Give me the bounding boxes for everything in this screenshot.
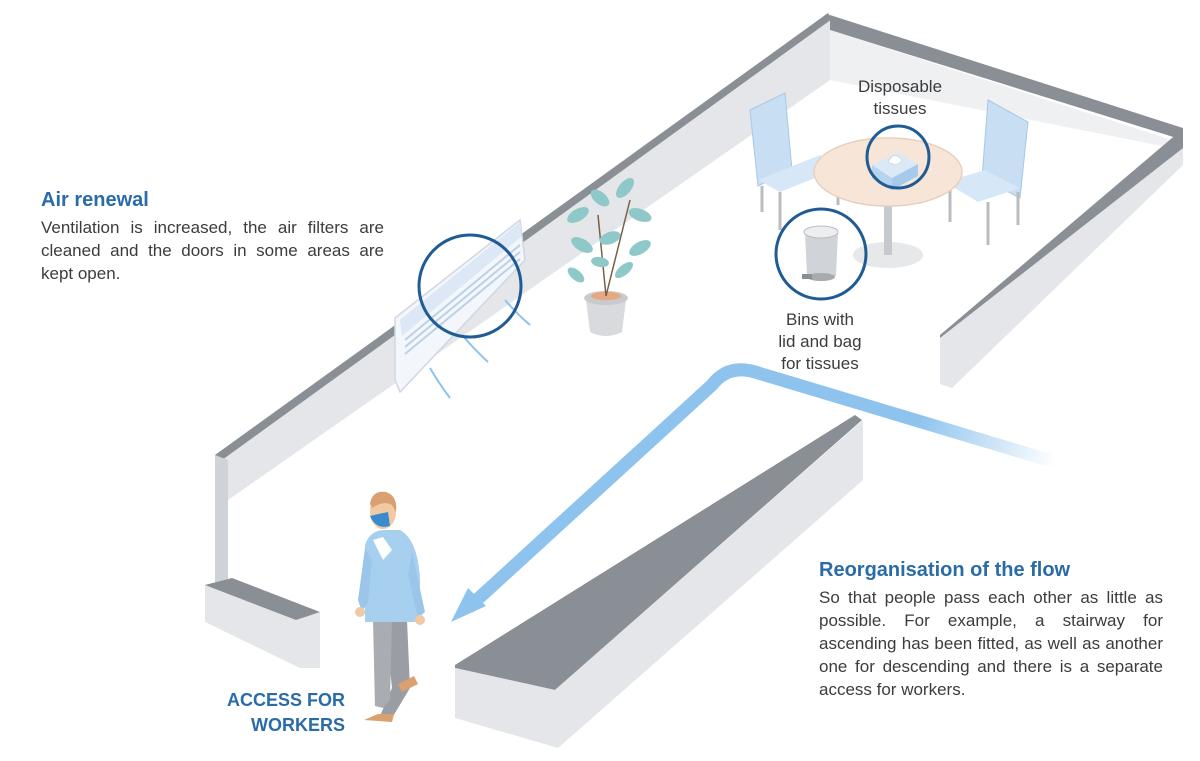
tissues-label-line-1: Disposable <box>857 77 943 96</box>
divider-wall <box>455 415 863 748</box>
left-wall <box>205 455 320 668</box>
air-renewal-body: Ventilation is increased, the air filter… <box>41 218 384 283</box>
bins-label-line-3: for tissues <box>781 354 859 373</box>
air-conditioner-icon <box>394 218 531 399</box>
flow-title: Reorganisation of the flow <box>819 559 1071 581</box>
chair-right <box>945 99 1029 245</box>
pedal-bin-icon <box>774 207 868 301</box>
access-label-line-2: WORKERS <box>251 715 345 735</box>
tissues-label-line-2: tissues <box>873 99 927 118</box>
access-label-line-1: ACCESS FOR <box>226 690 345 710</box>
air-renewal-title: Air renewal <box>41 189 149 211</box>
potted-plant-icon <box>567 178 652 336</box>
access-label: ACCESS FOR WORKERS <box>190 688 345 738</box>
tissues-label: Disposable tissues <box>830 76 970 120</box>
bins-label: Bins with lid and bag for tissues <box>750 309 890 375</box>
tissue-box-icon <box>865 124 931 190</box>
bins-label-line-1: Bins with <box>785 310 855 329</box>
bins-label-line-2: lid and bag <box>778 332 862 351</box>
flow-body: So that people pass each other as little… <box>819 588 1163 699</box>
flow-arrow-icon <box>451 363 1057 622</box>
masked-worker-icon <box>355 491 425 722</box>
right-wall <box>940 130 1183 388</box>
